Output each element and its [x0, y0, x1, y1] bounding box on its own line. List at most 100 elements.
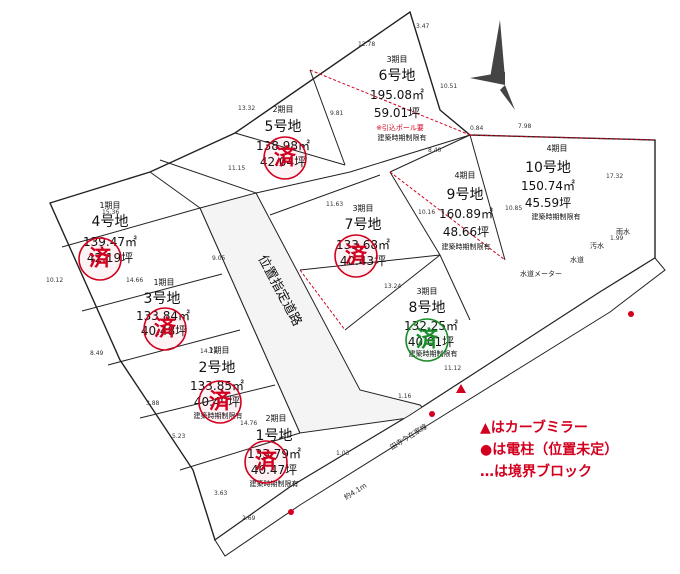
- lot-restriction: 建築時期制限有: [532, 212, 581, 221]
- dimension-label: 11.63: [326, 201, 343, 208]
- dimension-label: 13.32: [238, 105, 255, 112]
- seal-label: 済: [416, 327, 439, 353]
- reserved-seal-icon: 済: [405, 318, 449, 362]
- lot-name: 4号地: [92, 214, 129, 230]
- lot-name: 10号地: [525, 160, 571, 176]
- lot-restriction: 建築時期制限有: [442, 242, 491, 251]
- sold-seal-icon: 済: [143, 307, 187, 351]
- utility-labels: 水道 汚水 雨水 水道メーター: [520, 227, 630, 278]
- dimension-label: 3.63: [214, 490, 228, 497]
- dimension-label: 14.76: [240, 420, 257, 427]
- sold-seal-icon: 済: [334, 234, 378, 278]
- dimension-label: 12.78: [358, 41, 375, 48]
- lot-tsubo: 40.47坪: [251, 463, 297, 477]
- seal-label: 済: [154, 316, 177, 342]
- sold-seal-icon: 済: [78, 237, 122, 281]
- lot-6-label: 3期目 6号地 195.08㎡ 59.01坪 ※引込ポール要 建築時期制限有: [370, 55, 427, 142]
- lot-restriction: 建築時期制限有: [378, 133, 427, 142]
- utility-label: 雨水: [616, 227, 630, 236]
- lot-name: 8号地: [409, 300, 446, 316]
- lot-area: 160.89㎡: [439, 207, 493, 221]
- utility-pole-icon: [288, 311, 634, 515]
- lot-4-label: 1期目 4号地 139.47㎡ 42.19坪: [83, 201, 137, 265]
- dimension-label: 11.15: [228, 165, 245, 172]
- north-arrow-icon: [470, 20, 515, 110]
- lot-area: 138.98㎡: [256, 139, 310, 153]
- sold-seals: 済 済 済 済 済 済 済: [78, 136, 449, 484]
- lot-tsubo: 59.01坪: [374, 106, 420, 120]
- dimension-label: 10.16: [418, 209, 435, 216]
- dimension-label: 1.99: [610, 235, 624, 242]
- seal-label: 済: [255, 449, 278, 475]
- dimension-label: 2.69: [242, 515, 256, 522]
- legend-item-boundary-block: …は境界ブロック: [480, 463, 592, 480]
- lot-phase: 3期目: [352, 204, 373, 213]
- lot-10-label: 4期目 10号地 150.74㎡ 45.59坪 建築時期制限有: [521, 144, 581, 221]
- lot-name: 5号地: [265, 119, 302, 135]
- dimension-label: 3.47: [416, 23, 430, 30]
- dimension-label: 3.88: [146, 400, 160, 407]
- lot-phase: 2期目: [272, 105, 293, 114]
- lot-area: 133.68㎡: [336, 238, 390, 252]
- lot-phase: 1期目: [153, 278, 174, 287]
- lot-phase: 4期目: [546, 144, 567, 153]
- lot-3-label: 1期目 3号地 133.84㎡ 40.48坪: [136, 278, 190, 338]
- lot-name: 6号地: [379, 68, 416, 84]
- lot-restriction: 建築時期制限有: [250, 479, 299, 488]
- legend-item-curve-mirror: ▲はカーブミラー: [480, 419, 588, 436]
- dimension-label: 14.71: [200, 348, 217, 355]
- lot-phase: 3期目: [416, 287, 437, 296]
- dimension-label: 5.23: [172, 433, 186, 440]
- dimension-label: 15.36: [102, 209, 119, 216]
- dimension-label: 10.85: [505, 205, 522, 212]
- lot-note: ※引込ポール要: [376, 123, 424, 132]
- lot-name: 1号地: [256, 428, 293, 444]
- sold-seal-icon: 済: [244, 440, 288, 484]
- sold-seal-icon: 済: [198, 380, 242, 424]
- lot-phase: 4期目: [454, 171, 475, 180]
- dimension-label: 1.03: [336, 450, 350, 457]
- lot-boundaries: [61, 69, 506, 471]
- lot-phase: 3期目: [386, 55, 407, 64]
- lot-phase: 1期目: [208, 346, 229, 355]
- utility-label: 汚水: [590, 241, 604, 250]
- dimension-label: 10.51: [440, 83, 457, 90]
- seal-label: 済: [274, 145, 297, 171]
- road-width-label: 約4.1m: [342, 481, 368, 502]
- boundary-blocks: [299, 69, 656, 331]
- lot-name: 7号地: [345, 217, 382, 233]
- lot-name: 9号地: [447, 187, 484, 203]
- lot-phase: 2期目: [265, 414, 286, 423]
- dimension-label: 10.12: [46, 277, 63, 284]
- lot-restriction: 建築時期制限有: [194, 411, 243, 420]
- lot-area: 133.84㎡: [136, 309, 190, 323]
- lot-tsubo: 40.49坪: [194, 395, 240, 409]
- utility-label: 水道: [570, 255, 584, 264]
- lot-tsubo: 40.01坪: [408, 335, 454, 349]
- dimension-label: 8.49: [90, 350, 104, 357]
- dimension-label: 9.81: [330, 110, 344, 117]
- lot-tsubo: 45.59坪: [525, 196, 571, 210]
- lot-5-label: 2期目 5号地 138.98㎡ 42.04坪: [256, 105, 310, 169]
- lot-name: 2号地: [199, 360, 236, 376]
- main-road: [214, 257, 666, 557]
- private-road: [199, 192, 432, 434]
- curve-mirror-icon: [456, 384, 466, 393]
- lot-restriction: 建築時期制限有: [409, 349, 458, 358]
- dimension-label: 11.12: [444, 365, 461, 372]
- dimension-label: 7.98: [518, 123, 532, 130]
- lot-name: 3号地: [144, 291, 181, 307]
- dimension-labels: 15.36 13.32 12.78 3.47 10.51 7.98 17.32 …: [46, 23, 624, 522]
- seal-label: 済: [209, 389, 232, 415]
- dimension-label: 1.16: [398, 393, 412, 400]
- lot-area: 150.74㎡: [521, 179, 575, 193]
- lot-tsubo: 48.66坪: [443, 225, 489, 239]
- legend-item-utility-pole: ●は電柱（位置未定）: [480, 441, 618, 458]
- sold-seal-icon: 済: [263, 136, 307, 180]
- lot-1-label: 2期目 1号地 133.79㎡ 40.47坪 建築時期制限有: [247, 414, 301, 488]
- dimension-label: 14.66: [126, 277, 143, 284]
- utility-label: 水道メーター: [520, 269, 562, 278]
- dimension-label: 0.84: [470, 125, 484, 132]
